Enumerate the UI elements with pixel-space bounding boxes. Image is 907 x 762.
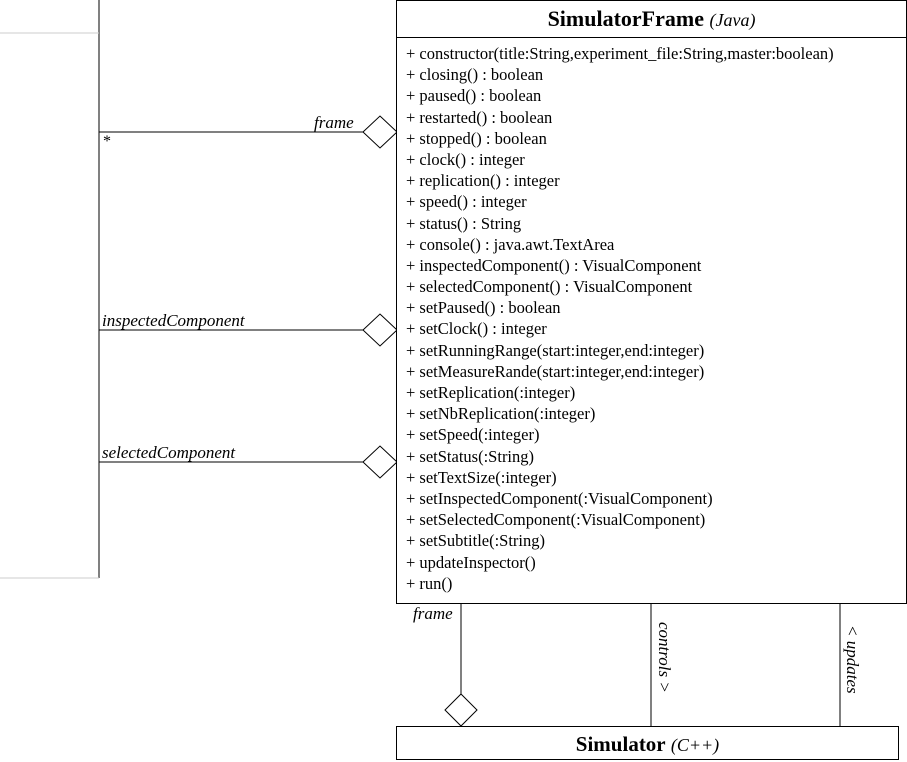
method-item: + selectedComponent() : VisualComponent bbox=[406, 277, 693, 297]
method-item: + speed() : integer bbox=[406, 192, 527, 212]
simulator-class-box: Simulator (C++) bbox=[396, 726, 899, 760]
simulator-frame-title: SimulatorFrame (Java) bbox=[397, 1, 906, 38]
method-item: + setInspectedComponent(:VisualComponent… bbox=[406, 488, 713, 508]
inspected-role-label: inspectedComponent bbox=[102, 311, 245, 330]
method-item: + inspectedComponent() : VisualComponent bbox=[406, 255, 702, 275]
method-item: + setReplication(:integer) bbox=[406, 383, 576, 402]
method-item: + restarted() : boolean bbox=[406, 107, 553, 127]
selected-aggregation-diamond bbox=[362, 445, 398, 479]
controls-label: controls > bbox=[655, 622, 674, 693]
frame-bottom-aggregation-diamond bbox=[444, 693, 478, 727]
updates-label: < updates bbox=[843, 625, 862, 694]
method-item: + setNbReplication(:integer) bbox=[406, 404, 596, 424]
method-item: + setSelectedComponent(:VisualComponent) bbox=[406, 510, 706, 530]
method-item: + run() bbox=[406, 573, 453, 593]
method-item: + setPaused() : boolean bbox=[406, 298, 561, 318]
simulator-name: Simulator bbox=[575, 732, 666, 756]
method-item: + setTextSize(:integer) bbox=[406, 467, 557, 487]
method-item: + console() : java.awt.TextArea bbox=[406, 234, 615, 254]
method-item: + paused() : boolean bbox=[406, 86, 542, 106]
simulator-frame-name: SimulatorFrame bbox=[547, 6, 704, 31]
frame-multiplicity-label: * bbox=[103, 133, 111, 150]
method-item: + setSubtitle(:String) bbox=[406, 531, 546, 551]
simulator-frame-class-box: SimulatorFrame (Java) + constructor(titl… bbox=[396, 0, 907, 604]
method-item: + setSpeed(:integer) bbox=[406, 425, 540, 445]
method-item: + constructor(title:String,experiment_fi… bbox=[406, 44, 834, 63]
frame-bottom-role-label: frame bbox=[413, 604, 453, 623]
inspected-aggregation-diamond bbox=[362, 313, 398, 347]
method-item: + status() : String bbox=[406, 213, 522, 233]
selected-role-label: selectedComponent bbox=[102, 443, 236, 462]
method-item: + setMeasureRande(start:integer,end:inte… bbox=[406, 361, 705, 381]
method-item: + closing() : boolean bbox=[406, 65, 544, 85]
method-item: + clock() : integer bbox=[406, 149, 525, 169]
frame-aggregation-diamond bbox=[362, 115, 398, 149]
simulator-frame-language: (Java) bbox=[709, 10, 756, 30]
method-item: + stopped() : boolean bbox=[406, 128, 547, 148]
frame-role-label: frame bbox=[314, 113, 354, 132]
simulator-language: (C++) bbox=[670, 735, 720, 755]
method-item: + updateInspector() bbox=[406, 552, 536, 572]
method-item: + setRunningRange(start:integer,end:inte… bbox=[406, 340, 705, 360]
method-item: + replication() : integer bbox=[406, 171, 560, 191]
simulator-frame-methods: + constructor(title:String,experiment_fi… bbox=[406, 43, 834, 594]
method-item: + setClock() : integer bbox=[406, 319, 547, 339]
left-class-box-edge bbox=[0, 0, 100, 579]
method-item: + setStatus(:String) bbox=[406, 446, 535, 466]
